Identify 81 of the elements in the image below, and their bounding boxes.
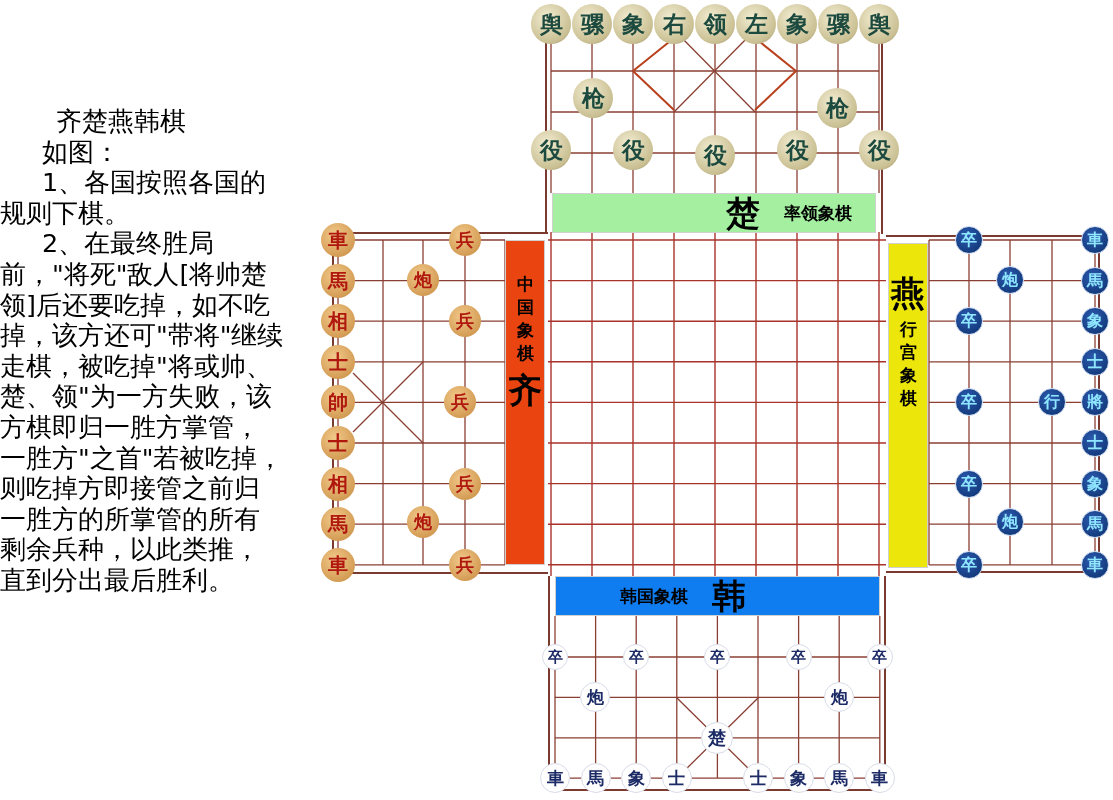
chess-piece: 卒 <box>704 644 731 670</box>
chess-piece: 車 <box>864 763 895 793</box>
chess-piece: 卒 <box>542 644 568 670</box>
chess-piece: 役 <box>777 130 817 170</box>
chess-piece: 相 <box>321 304 355 339</box>
chess-piece: 左 <box>736 4 776 44</box>
chess-piece: 役 <box>613 130 653 170</box>
chess-piece: 枪 <box>573 78 613 118</box>
chess-piece: 象 <box>1081 307 1109 336</box>
paragraph-text: 1、各国按照各国的规则下棋。 <box>0 167 268 229</box>
banner-character: 齐 <box>507 372 543 407</box>
chess-piece: 役 <box>859 130 899 170</box>
chess-piece: 兵 <box>449 548 481 581</box>
chess-piece: 行 <box>1038 388 1066 416</box>
chess-piece: 車 <box>321 223 355 257</box>
chess-piece: 炮 <box>407 264 439 296</box>
chess-piece: 士 <box>661 763 692 793</box>
chess-piece: 楚 <box>701 722 733 754</box>
chess-piece: 兵 <box>449 305 481 338</box>
title: 齐楚燕韩棋 <box>55 106 187 137</box>
chess-piece: 象 <box>777 4 817 44</box>
chess-piece: 士 <box>1081 347 1109 376</box>
chess-piece: 炮 <box>407 506 439 538</box>
chess-piece: 炮 <box>580 682 610 712</box>
chess-piece: 士 <box>321 344 355 379</box>
chess-piece: 卒 <box>955 388 983 417</box>
chess-piece: 炮 <box>996 508 1024 536</box>
banner-text: 中国象棋 <box>516 273 534 365</box>
banner-character: 韩 <box>711 579 746 613</box>
chess-piece: 象 <box>613 4 653 44</box>
banner <box>505 240 545 565</box>
chess-piece: 車 <box>1081 550 1109 579</box>
chess-piece: 卒 <box>866 644 893 670</box>
chess-piece: 馬 <box>580 763 611 793</box>
chess-piece: 役 <box>531 130 571 170</box>
chess-piece: 炮 <box>824 682 854 712</box>
chess-piece: 象 <box>783 763 814 793</box>
chess-piece: 枪 <box>817 88 857 128</box>
chess-piece: 舆 <box>859 4 899 44</box>
paragraph-text: 2、在最终胜局前，"将死"敌人[将帅楚领]后还要吃掉，如不吃掉，该方还可"带将"继续走棋，被吃掉"将或帅、楚、领"为一方失败，该方棋即归一胜方掌管，一胜方"之首"若被吃掉，则吃掉方即接管之前归一胜方的所掌管的所有剩余兵种，以此类推，直到分出最后胜利。 <box>0 228 284 596</box>
banner-text: 行宫象棋 <box>899 318 917 410</box>
chess-piece: 士 <box>321 426 355 460</box>
chess-piece: 相 <box>321 466 355 501</box>
chess-piece: 馬 <box>1081 266 1109 295</box>
chess-piece: 車 <box>321 547 355 582</box>
chess-piece: 車 <box>1081 226 1109 254</box>
chess-piece: 兵 <box>444 386 476 419</box>
chess-piece: 士 <box>743 763 773 793</box>
note-heading: 如图： <box>41 136 121 168</box>
banner-character: 燕 <box>890 276 926 310</box>
chess-piece: 卒 <box>955 550 983 579</box>
chess-piece: 馬 <box>824 763 855 793</box>
banner-text: 率领象棋 <box>784 201 852 225</box>
banner <box>888 243 928 568</box>
chess-piece: 右 <box>654 4 694 44</box>
chess-piece: 帥 <box>321 385 355 420</box>
chess-piece: 炮 <box>996 266 1024 294</box>
chess-piece: 领 <box>695 4 735 44</box>
banner-text: 韩国象棋 <box>619 584 688 608</box>
chess-piece: 兵 <box>449 467 481 500</box>
chess-piece: 卒 <box>955 307 983 336</box>
chess-piece: 卒 <box>623 644 650 670</box>
chess-piece: 卒 <box>955 226 983 254</box>
chess-piece: 馬 <box>321 263 355 298</box>
chess-piece: 舆 <box>531 4 571 44</box>
chess-piece: 骡 <box>818 4 858 44</box>
chess-piece: 卒 <box>785 644 812 670</box>
chess-piece: 車 <box>540 763 570 793</box>
chess-piece: 象 <box>621 763 652 793</box>
banner <box>552 193 876 233</box>
chess-piece: 兵 <box>449 224 481 256</box>
banner <box>555 576 880 616</box>
chess-piece: 骡 <box>572 4 612 44</box>
chess-piece: 役 <box>695 135 735 175</box>
chess-piece: 卒 <box>955 469 983 498</box>
chess-piece: 馬 <box>1081 510 1109 539</box>
chess-piece: 士 <box>1081 429 1109 457</box>
banner-character: 楚 <box>726 196 760 230</box>
chess-piece: 象 <box>1081 469 1109 498</box>
chess-piece: 馬 <box>321 507 355 542</box>
chess-piece: 將 <box>1081 388 1109 417</box>
